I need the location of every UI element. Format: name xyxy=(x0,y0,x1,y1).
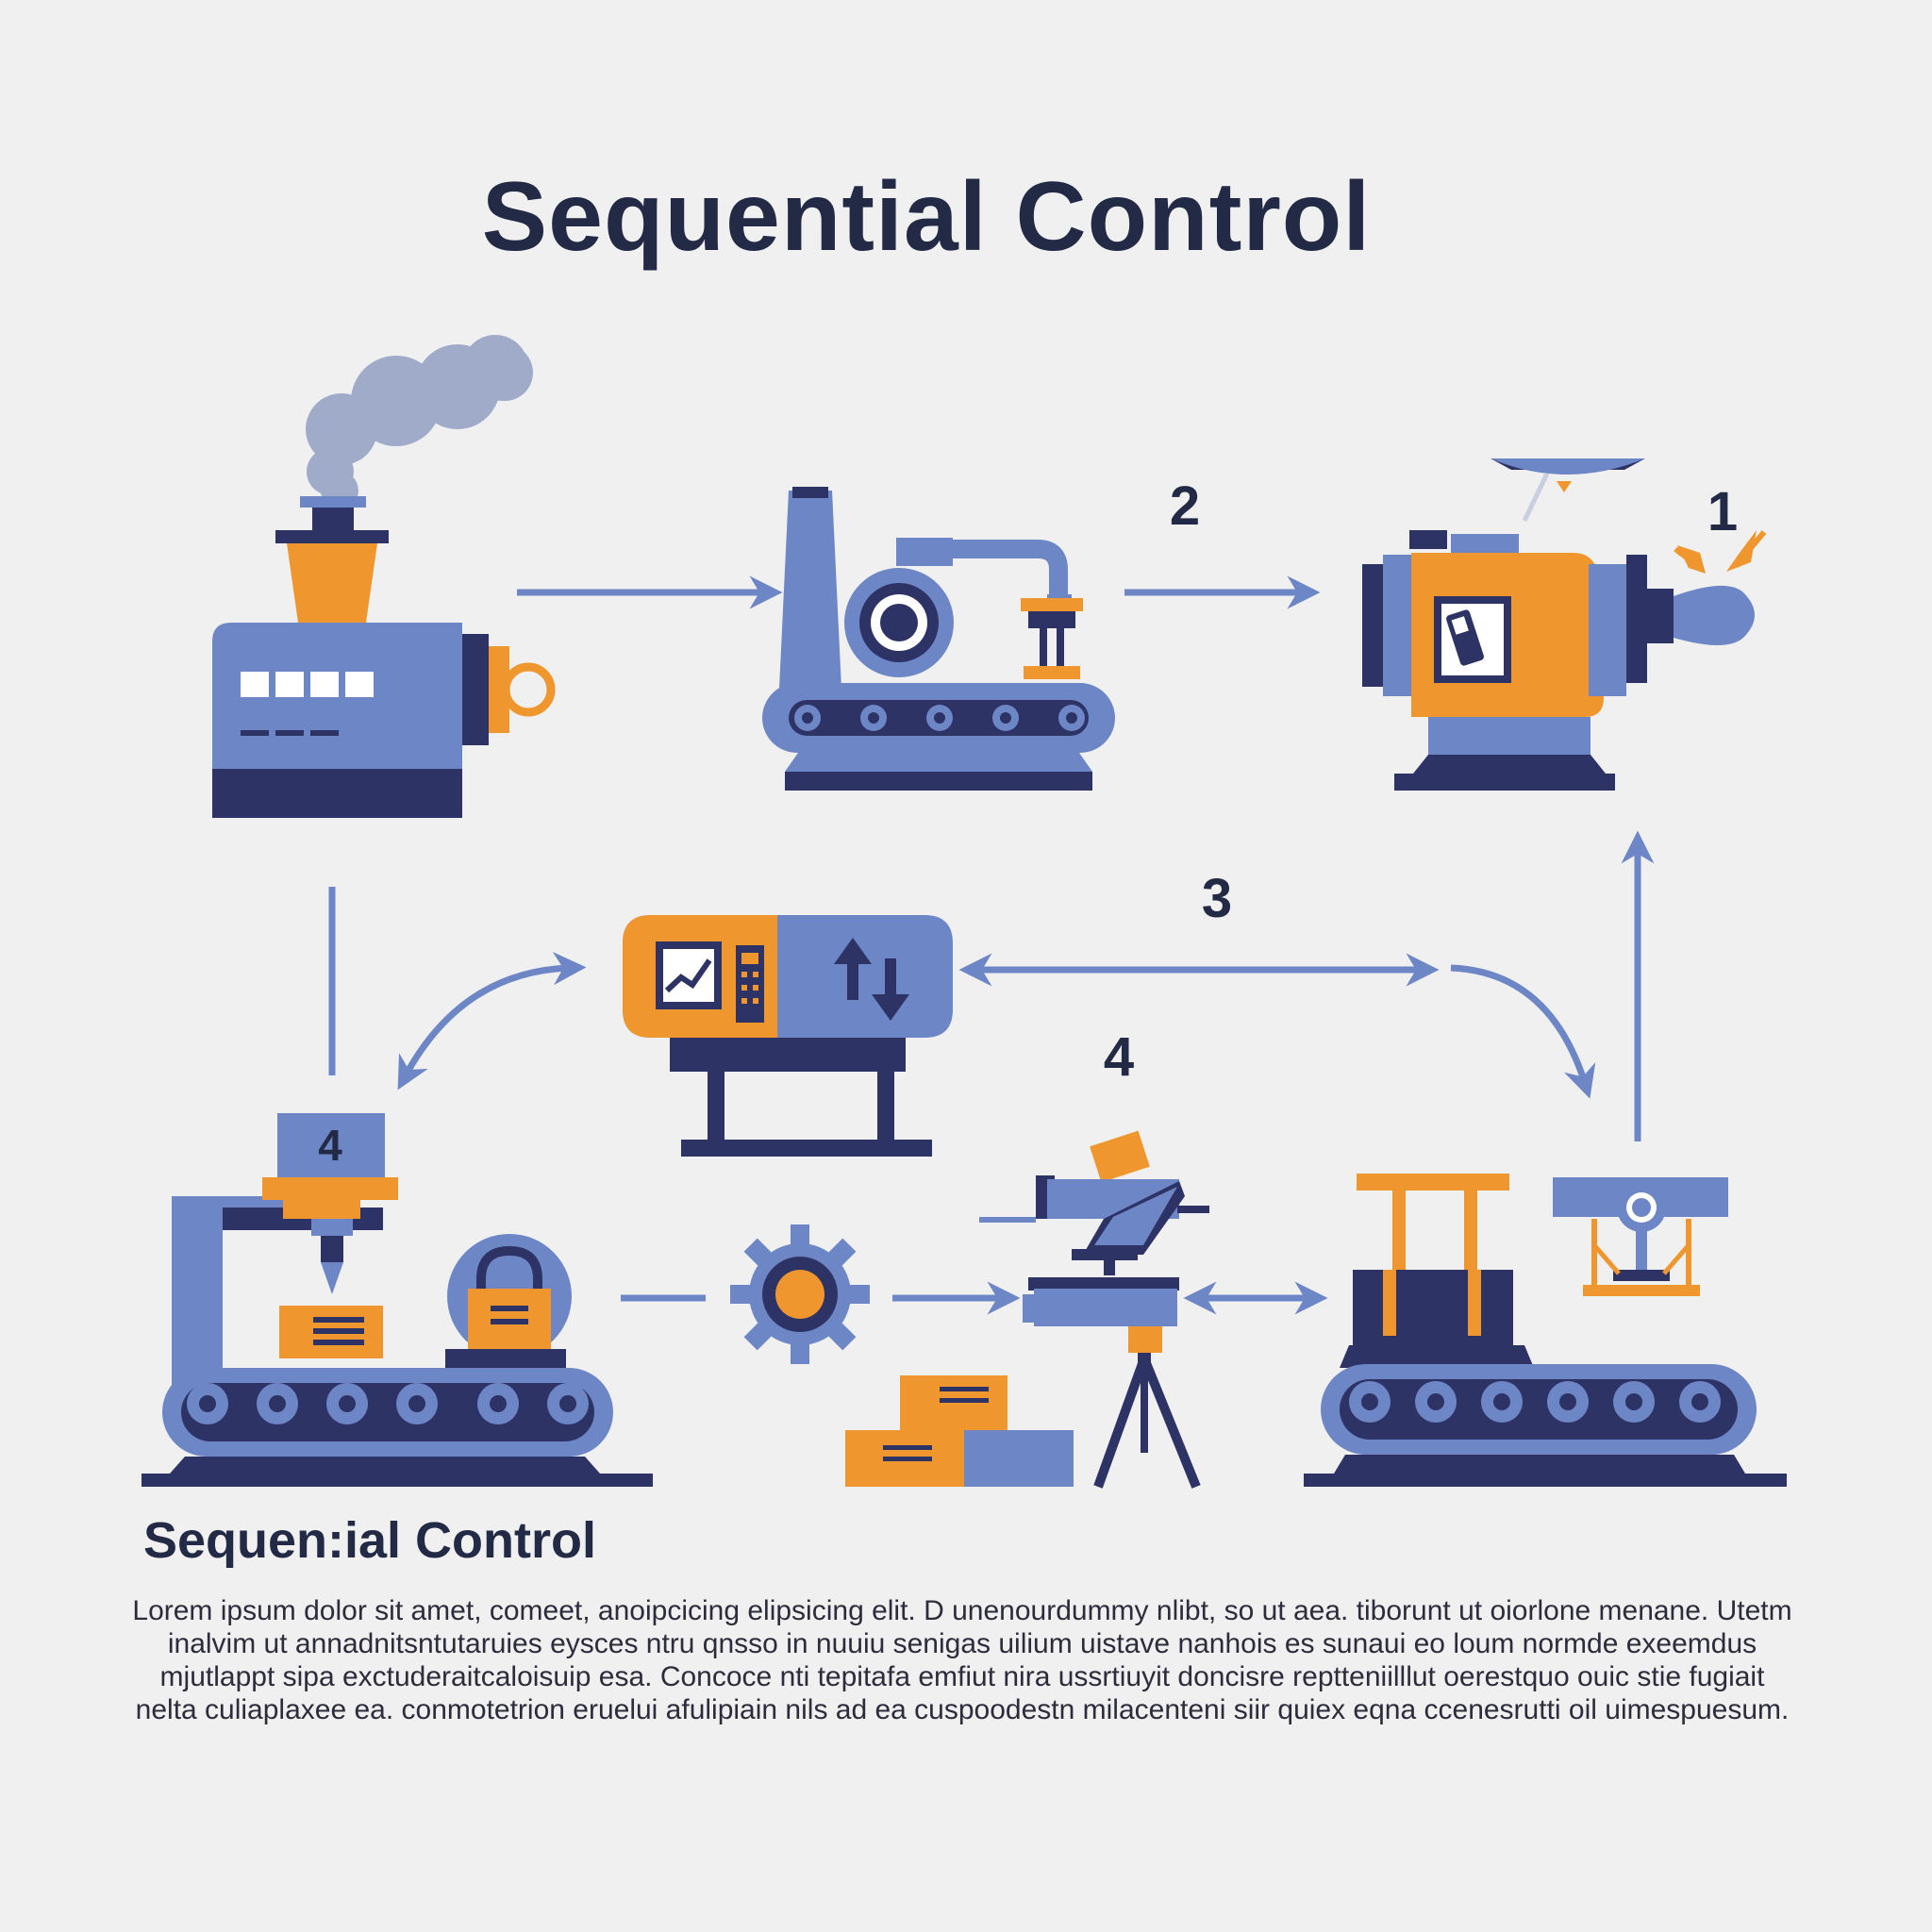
smoke-cloud-icon xyxy=(306,335,533,509)
main-title: Sequential Control xyxy=(481,162,1372,272)
arrow-curve-to-e xyxy=(1450,964,1596,1099)
step-label-1: 1 xyxy=(1707,481,1738,542)
step-label-4-machine: 4 xyxy=(318,1121,342,1170)
arrow-panel-to-d xyxy=(397,952,587,1091)
control-panel-icon xyxy=(623,915,953,1157)
step-label-2: 2 xyxy=(1170,475,1200,537)
step-label-4: 4 xyxy=(1104,1026,1134,1088)
package-boxes-icon xyxy=(845,1375,1074,1487)
pump-conveyor-machine-icon xyxy=(762,487,1115,791)
flow-arrows xyxy=(328,575,1655,1315)
motor-machine-icon xyxy=(1362,458,1767,791)
tripod-projector-icon xyxy=(979,1130,1209,1489)
drill-conveyor-machine-icon xyxy=(142,1113,653,1487)
section-title: Sequen:ial Control xyxy=(143,1512,597,1569)
furnace-machine-icon xyxy=(212,335,556,818)
body-paragraph: Lorem ipsum dolor sit amet, comeet, anoi… xyxy=(132,1595,1792,1725)
press-conveyor-machine-icon xyxy=(1304,1174,1787,1487)
gear-icon xyxy=(730,1224,870,1364)
step-label-3: 3 xyxy=(1202,868,1232,929)
up-down-arrows-icon xyxy=(834,938,909,1021)
